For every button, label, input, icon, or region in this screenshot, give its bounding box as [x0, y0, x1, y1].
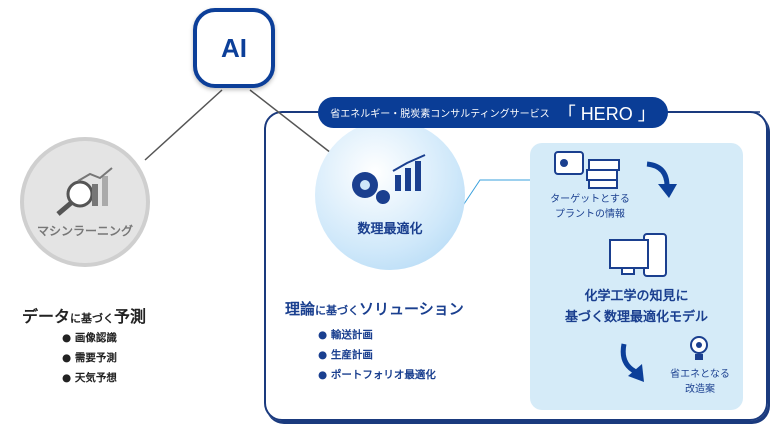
- list-item: ● ポートフォリオ最適化: [318, 369, 436, 381]
- lightbulb-icon: [690, 336, 708, 360]
- step-target-plant: ターゲットとするプラントの情報: [550, 194, 630, 220]
- machine-learning-label: マシンラーニング: [36, 223, 133, 238]
- list-item: ● 生産計画: [318, 349, 373, 361]
- computer-icon: [609, 233, 667, 277]
- ai-box: AI: [193, 8, 275, 88]
- analytics-magnifier-icon: [56, 166, 113, 216]
- hero-flow-panel: [530, 143, 743, 410]
- list-item: ● 天気予想: [62, 372, 117, 384]
- banner-subtitle: 省エネルギー・脱炭素コンサルティングサービス: [330, 109, 550, 120]
- blueprint-documents-icon: [554, 151, 620, 189]
- ml-bullets: ● 画像認識 ● 需要予測 ● 天気予想: [62, 328, 117, 388]
- machine-learning-circle: マシンラーニング: [20, 137, 150, 267]
- opt-heading: 理論に基づくソリューション: [285, 300, 464, 318]
- list-item: ● 画像認識: [62, 332, 117, 344]
- gear-chart-icon: [352, 154, 426, 204]
- step-optimization-model: 化学工学の知見に基づく数理最適化モデル: [564, 289, 708, 325]
- optimization-label: 数理最適化: [357, 222, 423, 237]
- optimization-circle: 数理最適化: [315, 120, 465, 270]
- banner-name: 「 HERO 」: [557, 103, 656, 124]
- opt-bullets: ● 輸送計画 ● 生産計画 ● ポートフォリオ最適化: [318, 325, 436, 385]
- list-item: ● 需要予測: [62, 352, 117, 364]
- hero-banner: 省エネルギー・脱炭素コンサルティングサービス 「 HERO 」: [318, 97, 668, 128]
- arrow-down-icon: [646, 161, 677, 198]
- arrow-down-icon: [620, 343, 644, 382]
- ml-heading: データに基づく予測: [22, 307, 147, 326]
- list-item: ● 輸送計画: [318, 329, 373, 341]
- step-energy-saving-proposal: 省エネとなる改造案: [670, 369, 730, 395]
